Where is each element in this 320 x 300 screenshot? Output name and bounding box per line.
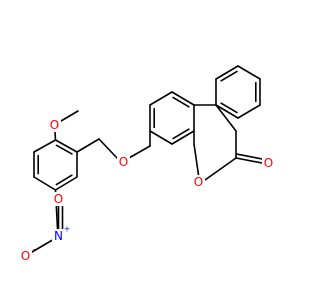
ring-a-bond [33,176,57,191]
ring-d-double-bond [220,102,238,114]
methoxy-o-bond [54,130,57,141]
lactone-c-o-bond [204,157,237,181]
ether-ring-b-bond [128,145,151,159]
ring-b-bond [149,130,173,145]
ring-d-bond [237,65,261,80]
benzyl-c-bond [76,138,100,153]
atom-label-o-nitro-top: O [54,192,63,206]
ring-a-double-bond [55,144,73,155]
ring-b-bond [149,91,173,106]
carbonyl-bond [235,157,263,164]
ring-b-double-bond [172,96,190,108]
atom-label-n-nitro: N [54,229,63,243]
ring-d-bond [215,65,239,80]
ring-a-bond [54,139,78,153]
atom-label-o-ether: O [119,155,128,169]
atom-o-nitro-top: O [52,192,65,206]
bond-layer [31,65,264,253]
ring-b-bond [171,91,195,106]
charge-minus-o-nitro-left: - [33,245,36,254]
atom-o-methoxy: O [48,118,61,132]
ring-b-bond [171,130,195,145]
chemical-structure-diagram: O O O O N + O O - [19,65,275,263]
benzyl-o-bond [98,138,119,160]
nitro-n-o-left-bond [31,239,54,253]
ring-b-double-bond [172,128,190,140]
ring-d-bond [237,104,261,119]
atom-label-o-carbonyl: O [264,156,273,170]
ring-a-double-bond [55,174,73,186]
ring-a-bond [54,176,78,191]
structure-canvas: O O O O N + O O - [19,65,275,263]
charge-plus-n-nitro: + [64,225,71,234]
atom-o-carbonyl: O [262,156,275,170]
atom-o-ring: O [192,175,205,189]
atom-o-ether: O [117,155,130,169]
lactone-o-bond [193,143,200,176]
ring-d-double-bond [220,70,238,82]
methoxy-ch3-bond [60,110,79,122]
carbonyl-double-bond [235,153,264,160]
ring-a-bond [33,139,57,153]
atom-label-o-methoxy: O [50,118,59,132]
lactone-ring-d-bond [215,104,237,132]
ring-d-bond [215,104,239,119]
atom-n-nitro: N + [52,225,71,243]
atom-label-o-nitro-left: O [21,249,30,263]
atom-o-nitro-left: O - [19,245,36,263]
atom-label-o-ring: O [194,175,203,189]
